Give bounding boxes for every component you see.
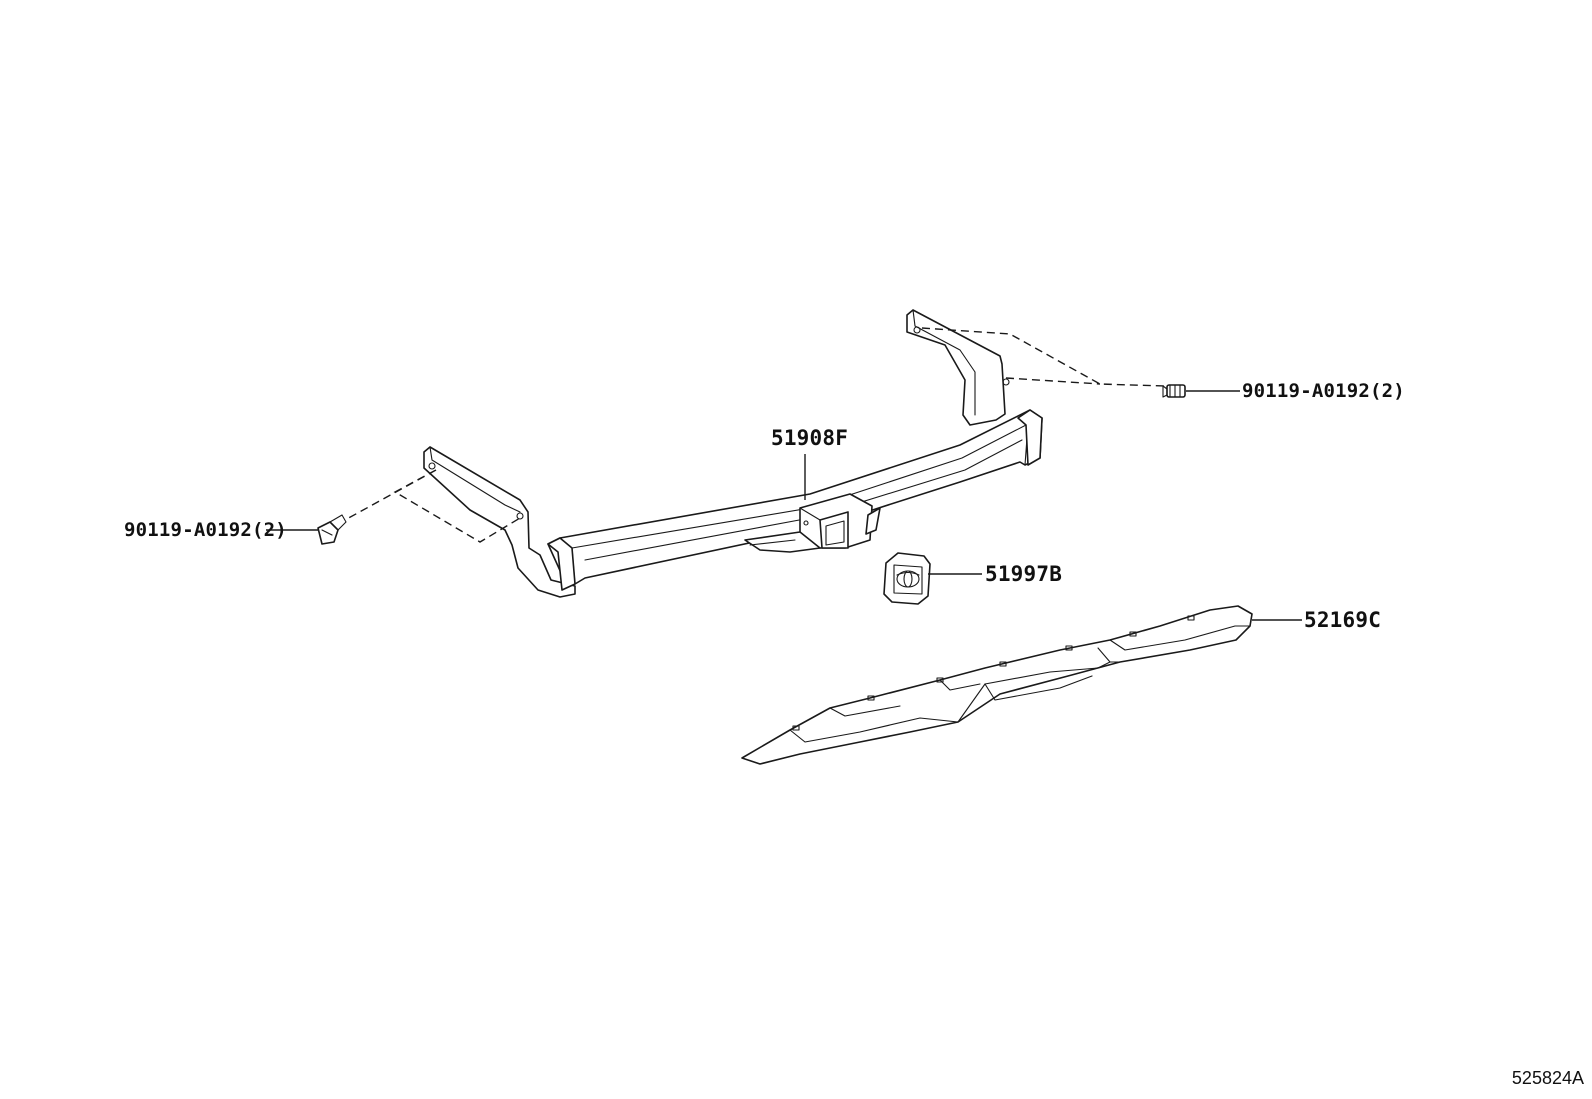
callout-hitch-plug: 51997B	[985, 562, 1063, 586]
callout-cover: 52169C	[1304, 608, 1382, 632]
catalog-illustration-id: 525824A	[1511, 1068, 1584, 1088]
left-mounting-bracket	[423, 446, 576, 598]
callout-hitch-assembly: 51908F	[771, 426, 849, 450]
right-bolt	[1162, 384, 1186, 398]
hitch-receiver-assembly	[423, 309, 1043, 598]
hitch-plug	[883, 552, 931, 605]
left-bolt	[317, 514, 347, 545]
right-attachment-lines	[921, 327, 1166, 387]
callout-bolt-right: 90119-A0192(2)	[1242, 380, 1405, 402]
left-attachment-lines	[344, 469, 521, 543]
right-mounting-bracket	[906, 309, 1006, 426]
bumper-cover	[741, 605, 1253, 765]
callout-bolt-left: 90119-A0192(2)	[124, 519, 287, 541]
